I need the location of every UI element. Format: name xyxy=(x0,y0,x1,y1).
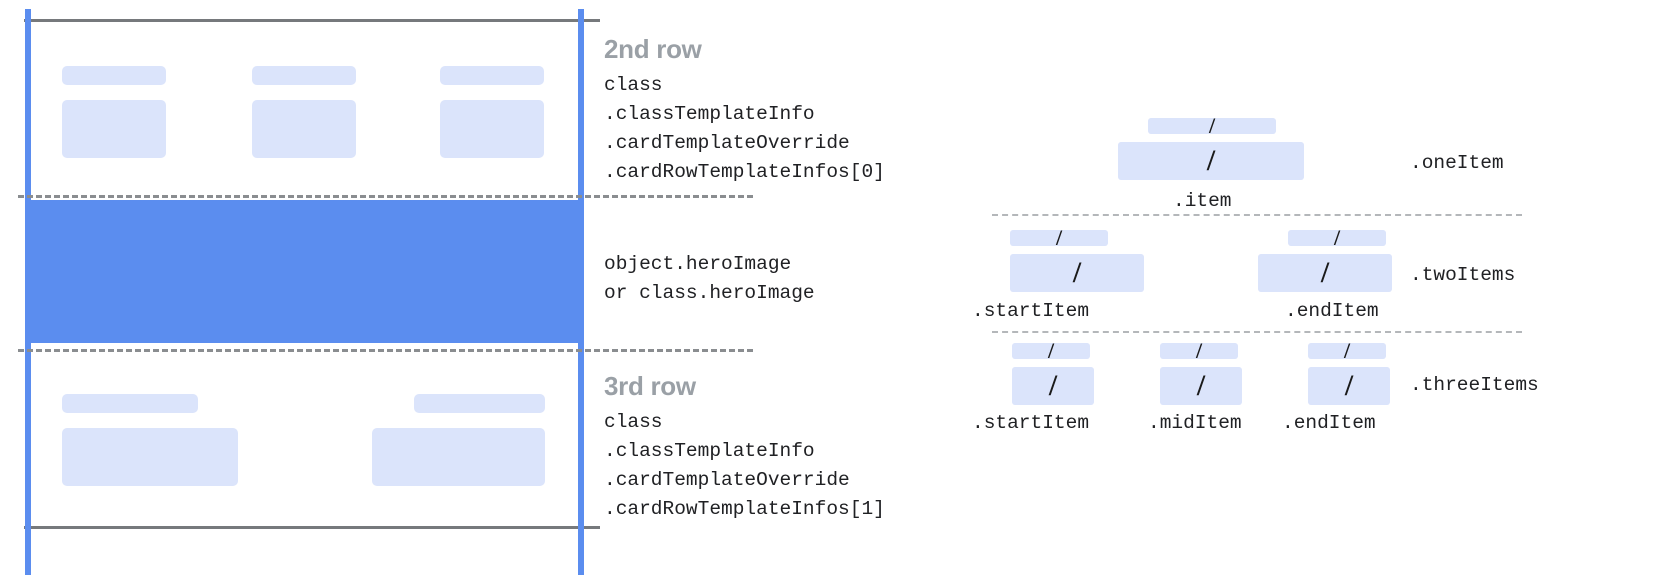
item-group-separator-bottom xyxy=(992,331,1522,333)
card-top-rule xyxy=(24,19,600,22)
one-item-group-label: .oneItem xyxy=(1410,152,1504,174)
second-row-col2-value-placeholder xyxy=(252,100,356,158)
slash-glyph: / xyxy=(1196,369,1206,402)
card-bottom-rule xyxy=(24,526,600,529)
third-row-col2-value-placeholder xyxy=(372,428,545,486)
slash-glyph: / xyxy=(1333,225,1341,250)
two-items-end-label-bar: / xyxy=(1288,225,1386,250)
two-items-end-slot-label: .endItem xyxy=(1285,300,1379,322)
two-items-start-label-bar: / xyxy=(1010,225,1108,250)
second-row-col1-label-placeholder xyxy=(62,66,166,85)
three-items-start-value-bar: / xyxy=(1012,367,1094,405)
item-slots-panel: / / .item .oneItem / / .startItem / / .e… xyxy=(960,0,1676,584)
slash-glyph: / xyxy=(1343,338,1351,363)
one-item-slot-label: .item xyxy=(1173,190,1232,212)
two-items-group-label: .twoItems xyxy=(1410,264,1516,286)
three-items-end-label-bar: / xyxy=(1308,338,1386,363)
second-row-col3-value-placeholder xyxy=(440,100,544,158)
three-items-start-slot-label: .startItem xyxy=(972,412,1090,434)
two-items-start-slot-label: .startItem xyxy=(972,300,1090,322)
one-item-label-bar: / xyxy=(1148,113,1276,138)
slash-glyph: / xyxy=(1047,338,1055,363)
second-row-code-path: class .classTemplateInfo .cardTemplateOv… xyxy=(604,74,885,183)
row-separator-top xyxy=(18,195,753,198)
three-items-group-label: .threeItems xyxy=(1410,374,1539,396)
second-row-col2-label-placeholder xyxy=(252,66,356,85)
two-items-end-value-bar: / xyxy=(1258,254,1392,292)
slash-glyph: / xyxy=(1048,369,1058,402)
third-row-code-path: class .classTemplateInfo .cardTemplateOv… xyxy=(604,411,885,520)
slash-glyph: / xyxy=(1208,113,1216,138)
two-items-start-value-bar: / xyxy=(1010,254,1144,292)
card-template-panel xyxy=(0,0,753,584)
one-item-value-bar: / xyxy=(1118,142,1304,180)
slash-glyph: / xyxy=(1195,338,1203,363)
three-items-mid-value-bar: / xyxy=(1160,367,1242,405)
three-items-end-value-bar: / xyxy=(1308,367,1390,405)
third-row-title: 3rd row xyxy=(604,371,696,401)
slash-glyph: / xyxy=(1055,225,1063,250)
hero-image-code-path: object.heroImage or class.heroImage xyxy=(604,253,815,304)
second-row-col3-label-placeholder xyxy=(440,66,544,85)
slash-glyph: / xyxy=(1344,369,1354,402)
second-row-title: 2nd row xyxy=(604,34,702,64)
three-items-start-label-bar: / xyxy=(1012,338,1090,363)
second-row-col1-value-placeholder xyxy=(62,100,166,158)
three-items-mid-label-bar: / xyxy=(1160,338,1238,363)
third-row-col2-label-placeholder xyxy=(414,394,545,413)
item-group-separator-top xyxy=(992,214,1522,216)
hero-image-block xyxy=(31,200,583,343)
three-items-end-slot-label: .endItem xyxy=(1282,412,1376,434)
slash-glyph: / xyxy=(1072,256,1082,289)
slash-glyph: / xyxy=(1320,256,1330,289)
card-left-guide-line xyxy=(25,9,31,575)
three-items-mid-slot-label: .midItem xyxy=(1148,412,1242,434)
third-row-col1-label-placeholder xyxy=(62,394,198,413)
row-separator-bottom xyxy=(18,349,753,352)
third-row-col1-value-placeholder xyxy=(62,428,238,486)
slash-glyph: / xyxy=(1206,144,1216,177)
